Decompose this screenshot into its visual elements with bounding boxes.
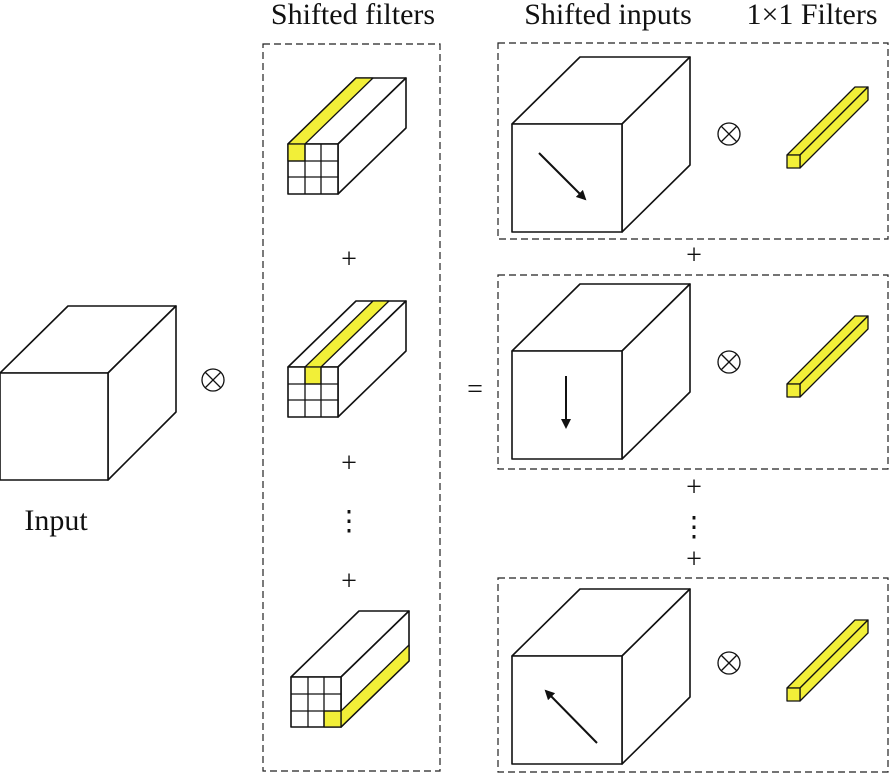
convolve-operator-main — [201, 368, 225, 392]
shifted-filter-3 — [290, 610, 410, 728]
shift-arrow-up-left — [544, 689, 598, 744]
vertical-ellipsis-filters: ⋮ — [335, 506, 363, 537]
shifted-filters-label: Shifted filters — [271, 0, 435, 31]
shifted-filter-1 — [287, 77, 407, 195]
vertical-ellipsis-inputs: ⋮ — [680, 512, 708, 543]
convolve-operator-row-2 — [717, 350, 741, 374]
one-by-one-filter-1 — [786, 86, 869, 169]
equals-sign: = — [467, 374, 483, 405]
one-by-one-filter-3 — [786, 619, 869, 702]
one-by-one-filter-2 — [786, 315, 869, 398]
plus-sign-filters-2: + — [341, 448, 357, 479]
shift-arrow-down-right — [538, 152, 587, 201]
plus-sign-inputs-3: + — [686, 544, 702, 575]
shifted-input-cube-1 — [511, 56, 691, 233]
shifted-filters-panel — [262, 43, 441, 772]
input-label: Input — [24, 504, 88, 537]
convolve-operator-row-1 — [717, 122, 741, 146]
shifted-input-cube-3 — [511, 588, 691, 765]
one-by-one-filters-label: 1×1 Filters — [746, 0, 877, 31]
shifted-input-cube-2 — [511, 283, 691, 460]
plus-sign-filters-1: + — [341, 244, 357, 275]
convolve-operator-row-3 — [717, 651, 741, 675]
plus-sign-inputs-2: + — [686, 472, 702, 503]
shifted-inputs-label: Shifted inputs — [524, 0, 692, 31]
shifted-filter-2 — [287, 300, 407, 418]
input-cube — [0, 305, 177, 481]
plus-sign-inputs-1: + — [686, 240, 702, 271]
shifted-input-row-1 — [497, 42, 889, 240]
shifted-input-row-3 — [497, 577, 889, 773]
plus-sign-filters-3: + — [341, 566, 357, 597]
shifted-input-row-2 — [497, 274, 889, 470]
